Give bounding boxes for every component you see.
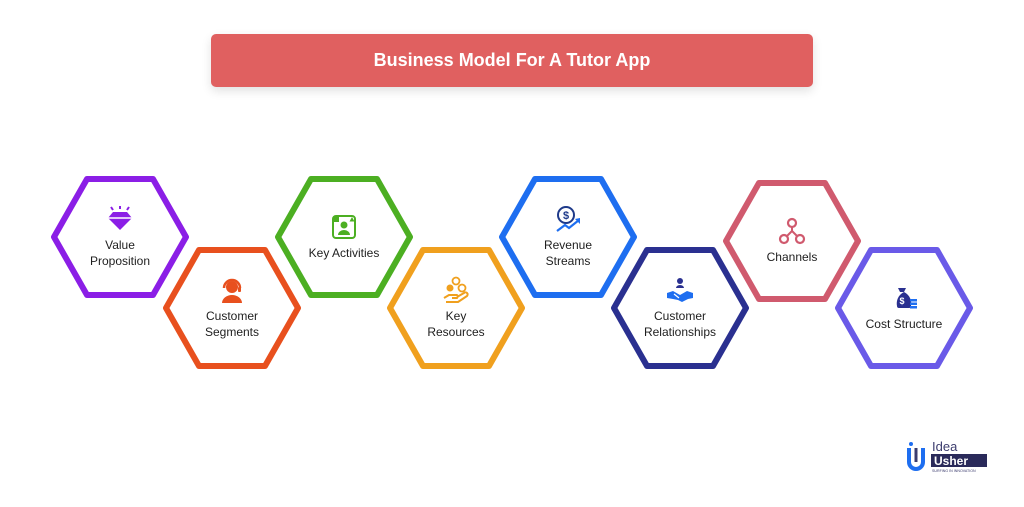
logo-tagline: SURFING IN INNOVATION: [932, 469, 976, 473]
hex-key-activities: Key Activities: [274, 176, 414, 298]
hand-coins-icon: [442, 276, 470, 304]
money-bag-icon: $: [890, 284, 918, 312]
svg-text:$: $: [563, 210, 569, 222]
hex-label: Cost Structure: [865, 317, 943, 331]
hex-label: Channels: [766, 250, 818, 264]
headset-agent-icon: [218, 276, 246, 304]
logo-line2: Usher: [934, 454, 968, 468]
logo-line1: Idea: [932, 439, 958, 454]
dollar-growth-icon: $: [554, 205, 582, 233]
team-activity-icon: [330, 213, 358, 241]
handshake-icon: [666, 276, 694, 304]
hex-label: Key Activities: [308, 246, 380, 260]
network-nodes-icon: [778, 217, 806, 245]
svg-text:$: $: [899, 296, 904, 306]
page-title: Business Model For A Tutor App: [373, 50, 651, 70]
hex-cost-structure: $ Cost Structure: [834, 247, 974, 369]
idea-usher-logo: Idea Usher SURFING IN INNOVATION: [906, 436, 994, 474]
hex-channels: Channels: [722, 180, 862, 302]
title-banner: Business Model For A Tutor App: [211, 34, 813, 87]
diamond-icon: [106, 205, 134, 233]
